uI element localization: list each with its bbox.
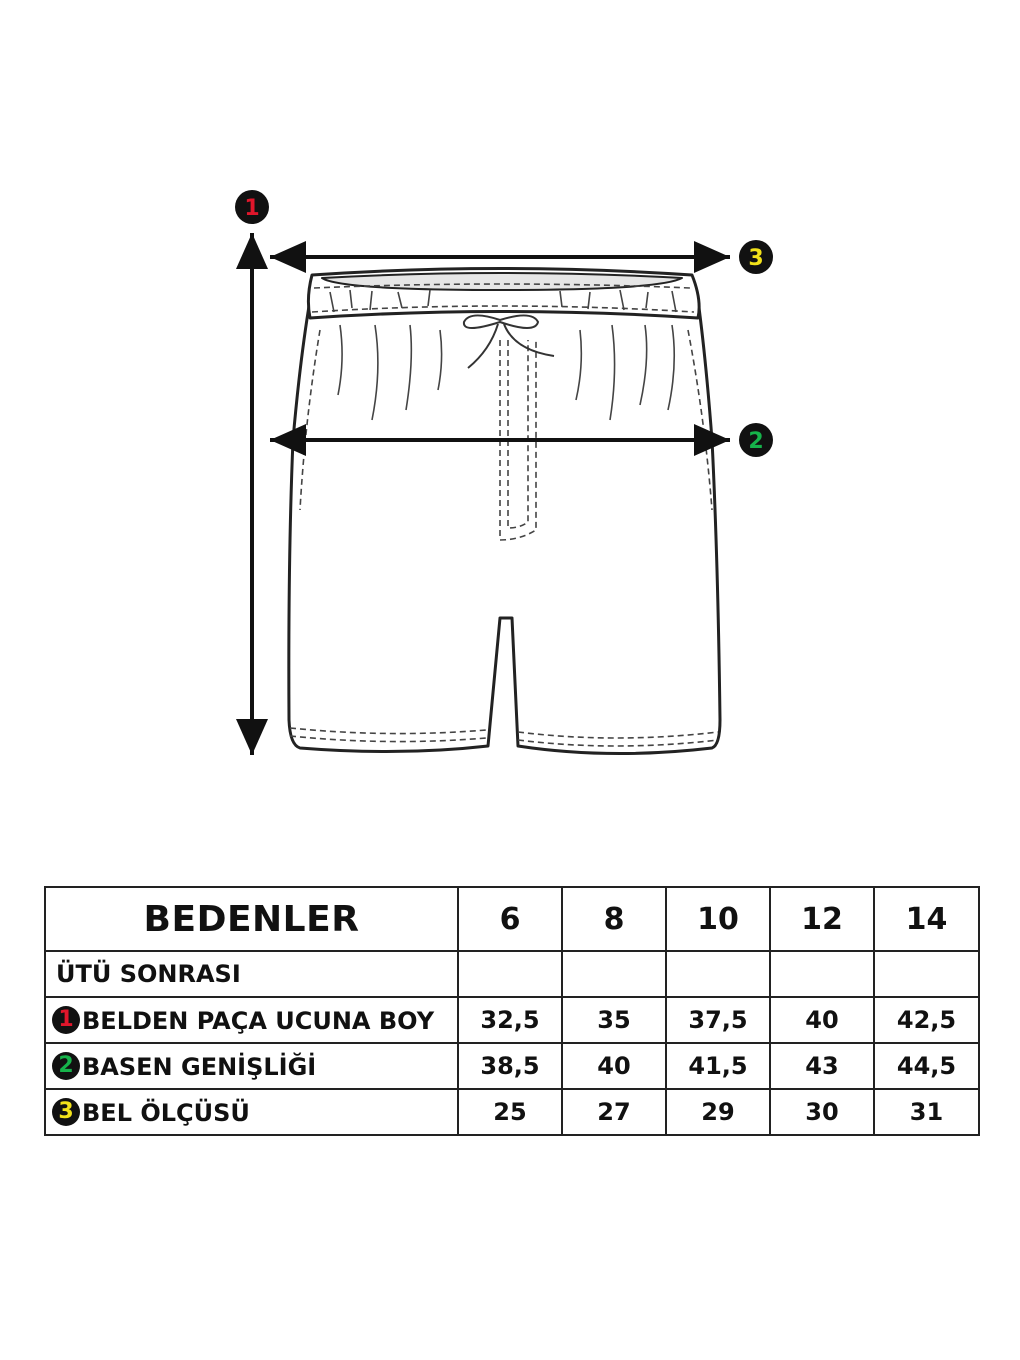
- marker-badge-1-row: 1: [52, 1005, 80, 1034]
- row-label-text: BELDEN PAÇA UCUNA BOY: [82, 1006, 435, 1035]
- marker-badge-1-text: 1: [244, 196, 259, 221]
- table-cell: 41,5: [665, 1042, 771, 1090]
- table-cell: 25: [457, 1088, 563, 1136]
- marker-badge-3: 3: [739, 240, 773, 274]
- size-10-header: 10: [665, 886, 771, 952]
- marker-badge-3-text: 3: [748, 246, 763, 271]
- subheader-row: ÜTÜ SONRASI: [44, 950, 980, 998]
- table-cell: 38,5: [457, 1042, 563, 1090]
- table-cell: 29: [665, 1088, 771, 1136]
- table-cell: 40: [769, 996, 875, 1044]
- table-cell: 27: [561, 1088, 667, 1136]
- size-header-label: BEDENLER: [44, 886, 459, 952]
- empty-cell: [873, 950, 980, 998]
- table-cell: 42,5: [873, 996, 980, 1044]
- empty-cell: [769, 950, 875, 998]
- table-cell: 31: [873, 1088, 980, 1136]
- empty-cell: [457, 950, 563, 998]
- size-12-header: 12: [769, 886, 875, 952]
- table-cell: 43: [769, 1042, 875, 1090]
- table-cell: 32,5: [457, 996, 563, 1044]
- size-6-header: 6: [457, 886, 563, 952]
- marker-badge-2-text: 2: [748, 429, 763, 454]
- measurement-arrows: [236, 233, 730, 755]
- size-header-row: BEDENLER 6 8 10 12 14: [44, 886, 980, 952]
- row-label-text: BASEN GENİŞLİĞİ: [82, 1052, 317, 1081]
- shorts-measurement-diagram: 1 2 3: [235, 190, 773, 756]
- size-8-header: 8: [561, 886, 667, 952]
- marker-badge-2-row: 2: [52, 1051, 80, 1080]
- marker-badge-1: 1: [235, 190, 269, 224]
- table-cell: 37,5: [665, 996, 771, 1044]
- table-cell: 44,5: [873, 1042, 980, 1090]
- subheader-label: ÜTÜ SONRASI: [44, 950, 459, 998]
- table-cell: 40: [561, 1042, 667, 1090]
- marker-badge-3-row: 3: [52, 1097, 80, 1126]
- table-cell: 35: [561, 996, 667, 1044]
- size-14-header: 14: [873, 886, 980, 952]
- row-label-text: BEL ÖLÇÜSÜ: [82, 1098, 250, 1127]
- table-cell: 30: [769, 1088, 875, 1136]
- shorts-details: [289, 283, 719, 747]
- shorts-outline: [287, 267, 722, 756]
- empty-cell: [665, 950, 771, 998]
- empty-cell: [561, 950, 667, 998]
- marker-badge-2: 2: [739, 423, 773, 457]
